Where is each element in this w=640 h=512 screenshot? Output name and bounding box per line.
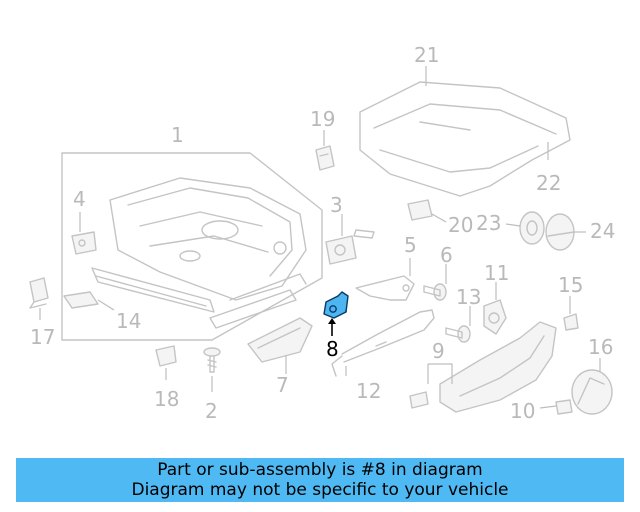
part-3-motor xyxy=(325,214,375,265)
parts-diagram: 1 2 3 4 5 6 7 8 9 10 11 12 13 14 15 16 1… xyxy=(29,43,615,423)
callout-22: 22 xyxy=(536,171,561,195)
part-4-clip xyxy=(71,212,97,255)
callout-18: 18 xyxy=(154,387,179,411)
part-20-clip xyxy=(407,199,447,223)
part-11-plate xyxy=(483,282,507,335)
part-21-seat-cushion xyxy=(359,66,571,197)
callout-labels: 1 2 3 4 5 6 7 8 9 10 11 12 13 14 15 16 1… xyxy=(30,43,615,423)
callout-17: 17 xyxy=(30,325,55,349)
part-18-clip xyxy=(155,345,177,380)
part-12-cable xyxy=(331,309,435,377)
part-19-bracket xyxy=(315,130,335,171)
part-2-bolt xyxy=(203,347,221,392)
callout-4: 4 xyxy=(73,187,86,211)
callout-21: 21 xyxy=(414,43,439,67)
part-17-bracket xyxy=(29,277,49,320)
callout-19: 19 xyxy=(310,107,335,131)
part-9-side-trim xyxy=(409,321,557,413)
callout-6: 6 xyxy=(440,243,453,267)
callout-10: 10 xyxy=(510,399,535,423)
banner-line-part: Part or sub-assembly is #8 in diagram xyxy=(157,460,483,480)
callout-1: 1 xyxy=(171,123,184,147)
part-13-bolt xyxy=(445,306,471,343)
part-6-bolt xyxy=(423,264,447,301)
callout-13: 13 xyxy=(456,285,481,309)
info-banner: Part or sub-assembly is #8 in diagram Di… xyxy=(16,458,624,502)
seat-frame-part xyxy=(61,152,323,341)
callout-3: 3 xyxy=(330,193,343,217)
callout-11: 11 xyxy=(484,261,509,285)
callout-16: 16 xyxy=(588,335,613,359)
part-10-screw xyxy=(539,399,573,415)
part-14-cover xyxy=(63,291,115,311)
callout-15: 15 xyxy=(558,273,583,297)
callout-20: 20 xyxy=(448,213,473,237)
part-23-knob xyxy=(505,211,545,245)
part-15-clip xyxy=(563,296,579,331)
part-8-highlighted-bracket[interactable] xyxy=(323,291,349,336)
callout-14: 14 xyxy=(116,309,141,333)
part-16-knob xyxy=(571,358,613,415)
callout-12: 12 xyxy=(356,379,381,403)
callout-24: 24 xyxy=(590,219,615,243)
banner-line-disclaimer: Diagram may not be specific to your vehi… xyxy=(131,480,509,500)
callout-7: 7 xyxy=(276,373,289,397)
callout-23: 23 xyxy=(476,211,501,235)
callout-2: 2 xyxy=(205,399,218,423)
part-7-side-cover xyxy=(247,317,313,374)
callout-5: 5 xyxy=(404,233,417,257)
part-5-bracket xyxy=(355,258,415,301)
part-24-knob xyxy=(545,213,586,251)
callout-8: 8 xyxy=(326,337,339,361)
callout-9: 9 xyxy=(432,339,445,363)
